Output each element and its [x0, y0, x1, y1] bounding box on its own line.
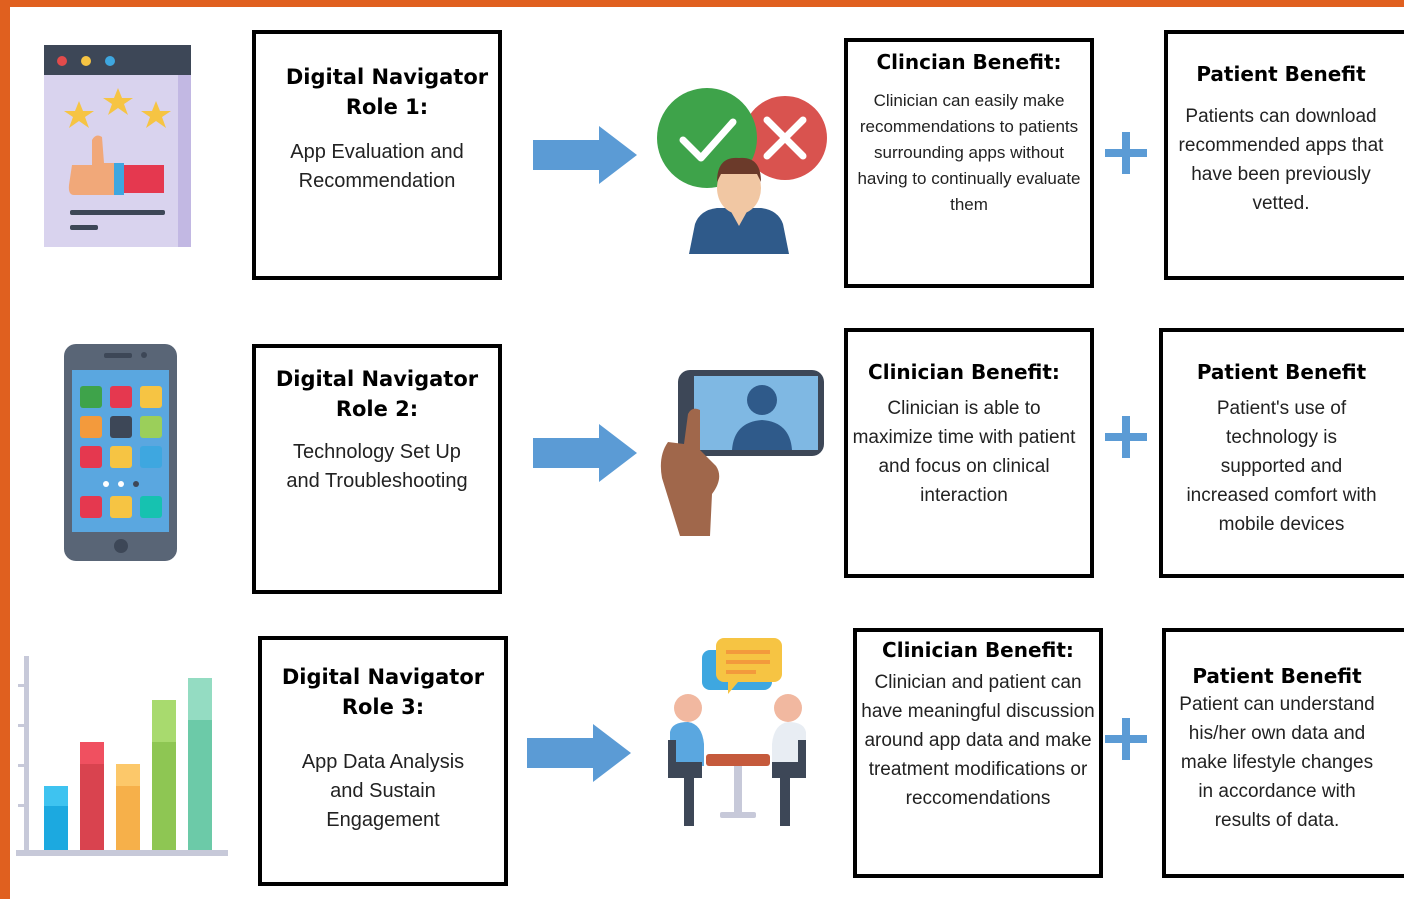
role-3-box: Digital Navigator Role 3: App Data Analy… [258, 636, 508, 886]
arrow-right-icon [533, 126, 637, 184]
role-2-description: Technology Set Up and Troubleshooting [286, 441, 468, 492]
two-people-discussion-icon [668, 638, 806, 826]
arrow-right-icon [533, 424, 637, 482]
plus-icon [1105, 718, 1147, 760]
role-1-title: Digital Navigator Role 1: [285, 65, 489, 119]
role-3-title: Digital Navigator Role 3: [281, 665, 485, 719]
role-2-box: Digital Navigator Role 2: Technology Set… [252, 344, 502, 594]
role-1-description: App Evaluation and Recommendation [290, 141, 464, 192]
patient-benefit-2-text: Patient's use of technology is supported… [1186, 398, 1377, 535]
patient-benefit-3-title: Patient Benefit [1192, 664, 1362, 688]
hand-holding-phone-icon [660, 370, 824, 536]
clinician-benefit-1-text: Clinician can easily make recommendation… [857, 91, 1081, 214]
patient-benefit-1-box: Patient Benefit Patients can download re… [1164, 30, 1404, 280]
clinician-benefit-2-title: Clinician Benefit: [868, 360, 1060, 384]
clinician-benefit-3-title: Clinician Benefit: [882, 638, 1074, 662]
patient-benefit-2-box: Patient Benefit Patient's use of technol… [1159, 328, 1404, 578]
clinician-benefit-1-title: Clincian Benefit: [876, 50, 1062, 74]
arrow-right-icon [527, 724, 631, 782]
clinician-benefit-3-text: Clinician and patient can have meaningfu… [861, 672, 1095, 809]
rating-thumbs-up-icon [44, 45, 191, 247]
patient-benefit-1-text: Patients can download recommended apps t… [1178, 106, 1384, 214]
patient-benefit-3-text: Patient can understand his/her own data … [1179, 694, 1375, 831]
clinician-benefit-2-text: Clinician is able to maximize time with … [852, 398, 1076, 506]
plus-icon [1105, 416, 1147, 458]
role-3-description: App Data Analysis and Sustain Engagement [301, 751, 465, 831]
clinician-approve-reject-icon [657, 88, 827, 254]
bar-chart-icon [16, 656, 228, 856]
clinician-benefit-2-box: Clinician Benefit: Clinician is able to … [844, 328, 1094, 578]
patient-benefit-2-title: Patient Benefit [1196, 360, 1367, 384]
role-1-box: Digital Navigator Role 1: App Evaluation… [252, 30, 502, 280]
clinician-benefit-3-box: Clinician Benefit: Clinician and patient… [853, 628, 1103, 878]
clinician-benefit-1-box: Clincian Benefit: Clinician can easily m… [844, 38, 1094, 288]
patient-benefit-1-title: Patient Benefit [1196, 62, 1366, 86]
plus-icon [1105, 132, 1147, 174]
patient-benefit-3-box: Patient Benefit Patient can understand h… [1162, 628, 1404, 878]
role-2-title: Digital Navigator Role 2: [275, 367, 479, 421]
smartphone-apps-icon [64, 344, 177, 561]
